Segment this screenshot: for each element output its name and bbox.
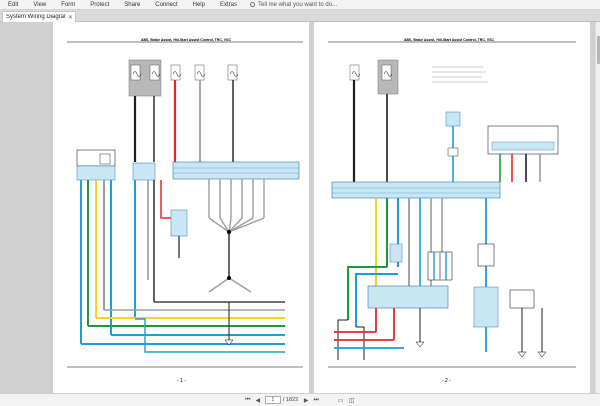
lightbulb-icon [250, 2, 255, 7]
wiring-diagram-page-2 [328, 41, 576, 368]
scrollbar-thumb[interactable] [597, 36, 600, 64]
total-pages: / 1822 [282, 397, 299, 403]
vertical-scrollbar[interactable] [595, 22, 600, 393]
menu-bar: Edit View Form Protect Share Connect Hel… [0, 0, 600, 10]
document-viewer[interactable]: ABS, Brake Assist, Hill-Start Assist Con… [0, 22, 600, 393]
tell-me-text: Tell me what you want to do... [258, 1, 338, 8]
page-2: ABS, Brake Assist, Hill-Start Assist Con… [314, 22, 590, 393]
page-number: - 2 - [442, 378, 451, 384]
menu-item-edit[interactable]: Edit [8, 1, 19, 8]
page-title: ABS, Brake Assist, Hill-Start Assist Con… [141, 38, 231, 42]
document-tab-bar: System Wiring Diagram... ✕ [0, 10, 600, 22]
view-controls: ▭ ◫ [335, 396, 357, 405]
next-page-icon[interactable]: ▶ [303, 397, 309, 404]
tell-me-search[interactable]: Tell me what you want to do... [250, 2, 337, 8]
current-page-input[interactable]: 1 [264, 396, 281, 404]
menu-item-connect[interactable]: Connect [155, 1, 178, 8]
wiring-diagram-page-1 [67, 41, 303, 368]
page-1: ABS, Brake Assist, Hill-Start Assist Con… [53, 22, 309, 393]
tab-label: System Wiring Diagram... [6, 14, 66, 20]
menu-item-extras[interactable]: Extras [219, 1, 237, 8]
page-number: - 1 - [177, 378, 186, 384]
two-page-icon[interactable]: ◫ [348, 397, 355, 404]
close-icon[interactable]: ✕ [67, 14, 73, 21]
tab-system-wiring-diagram[interactable]: System Wiring Diagram... ✕ [2, 11, 76, 22]
previous-page-icon[interactable]: ◀ [255, 397, 261, 404]
page-title: ABS, Brake Assist, Hill-Start Assist Con… [404, 38, 494, 42]
first-page-icon[interactable]: ⏮ [245, 396, 251, 403]
menu-item-help[interactable]: Help [192, 1, 205, 8]
last-page-icon[interactable]: ⏭ [313, 396, 319, 403]
menu-item-form[interactable]: Form [61, 1, 76, 8]
fit-page-icon[interactable]: ▭ [337, 397, 344, 404]
menu-item-view[interactable]: View [33, 1, 47, 8]
page-navigation-bar: ⏮ ◀ 1 / 1822 ▶ ⏭ ▭ ◫ [0, 393, 600, 406]
menu-item-protect[interactable]: Protect [90, 1, 110, 8]
menu-item-share[interactable]: Share [124, 1, 141, 8]
